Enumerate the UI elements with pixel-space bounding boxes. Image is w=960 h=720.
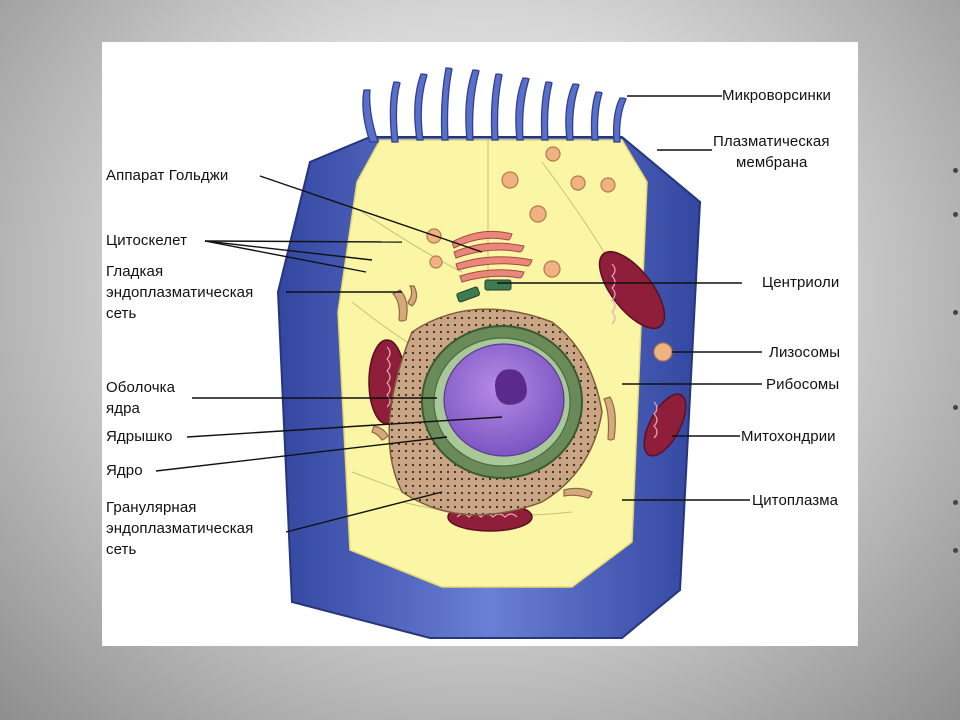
label-ribosomes: Рибосомы: [766, 376, 840, 393]
label-mitochondria: Митохондрии: [741, 428, 836, 445]
label-smooth-er-1: Гладкая: [106, 263, 164, 280]
label-plasma-membrane-2: мембрана: [736, 154, 808, 171]
label-centrioles: Центриоли: [762, 274, 840, 291]
label-cytoskeleton: Цитоскелет: [106, 232, 188, 249]
label-plasma-membrane-1: Плазматическая: [713, 133, 830, 150]
label-golgi: Аппарат Гольджи: [106, 167, 229, 184]
label-lysosomes: Лизосомы: [769, 344, 841, 361]
slide-edge-bullets: [951, 0, 960, 720]
mitochondria-cristae: [386, 263, 658, 518]
label-microvilli: Микроворсинки: [722, 87, 832, 104]
label-nucleus: Ядро: [106, 462, 143, 479]
microvilli: [362, 67, 627, 143]
label-rough-er-1: Гранулярная: [106, 499, 197, 516]
label-cytoplasm: Цитоплазма: [752, 492, 839, 509]
label-smooth-er-2: эндоплазматическая: [106, 284, 254, 301]
label-rough-er-3: сеть: [106, 541, 137, 558]
leader-lines: [155, 95, 762, 533]
cell-diagram-figure: Микроворсинки Плазматическая мембрана Це…: [102, 42, 858, 646]
label-rough-er-2: эндоплазматическая: [106, 520, 254, 537]
label-nucleolus: Ядрышко: [106, 428, 173, 445]
label-nuclear-envelope-1: Оболочка: [106, 379, 176, 396]
cell-diagram-svg: [155, 67, 762, 639]
nucleus: [443, 343, 565, 457]
label-smooth-er-3: сеть: [106, 305, 137, 322]
nucleolus: [495, 369, 527, 405]
label-nuclear-envelope-2: ядра: [106, 400, 140, 417]
